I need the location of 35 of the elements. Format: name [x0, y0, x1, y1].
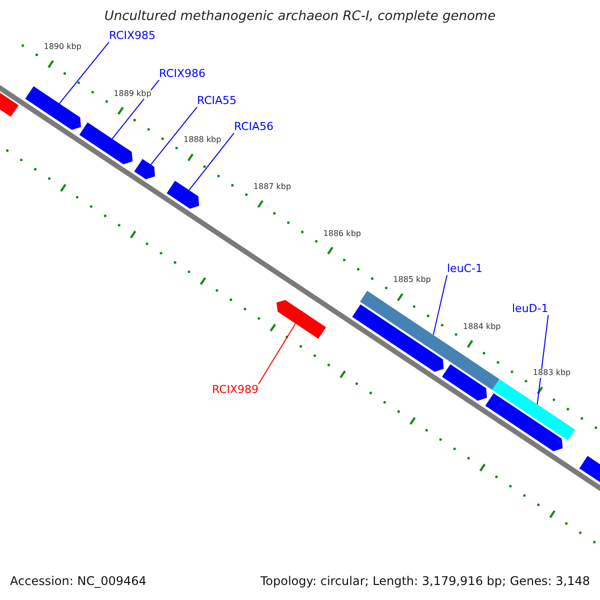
gene-block — [134, 159, 155, 180]
leader-line — [58, 42, 110, 104]
gene-block — [352, 304, 444, 372]
scale-label: 1887 kbp — [253, 182, 292, 192]
gene-label: RCIA56 — [234, 121, 274, 134]
leader-line — [258, 323, 296, 384]
gene-block — [276, 300, 326, 339]
scale-label: 1884 kbp — [463, 322, 501, 332]
gene-block — [25, 86, 81, 130]
leader-line — [112, 80, 160, 140]
gene-label: leuC-1 — [447, 263, 482, 276]
gene-block — [485, 393, 563, 452]
scale-label: 1885 kbp — [393, 276, 431, 285]
gene-block — [442, 364, 487, 401]
gene-bar — [492, 379, 576, 440]
gene-block — [166, 180, 200, 209]
gene-block — [79, 122, 133, 164]
leader-line — [536, 314, 549, 405]
gene-label: RCIA55 — [197, 95, 237, 108]
gene-label: RCIX989 — [212, 384, 259, 396]
leader-line — [188, 132, 234, 191]
footer-text: Accession: NC_009464 — [10, 575, 146, 588]
gene-bar — [360, 290, 500, 390]
gene-label: leuD-1 — [512, 303, 548, 316]
gene-label: RCIX985 — [109, 30, 156, 42]
scale-label: 1883 kbp — [532, 369, 571, 378]
footer-text: Topology: circular; Length: 3,179,916 bp; Genes: 3,148 — [260, 575, 590, 588]
title: Uncultured methanogenic archaeon RC-I, complete genome — [103, 10, 497, 24]
scale-label: 1888 kbp — [184, 136, 222, 146]
leader-line — [150, 106, 198, 166]
scale-label: 1886 kbp — [323, 230, 361, 238]
gene-label: RCIX986 — [159, 68, 206, 80]
scale-label: 1890 kbp — [44, 43, 82, 52]
scale-label: 1889 kbp — [114, 90, 152, 99]
leader-line — [432, 274, 448, 336]
